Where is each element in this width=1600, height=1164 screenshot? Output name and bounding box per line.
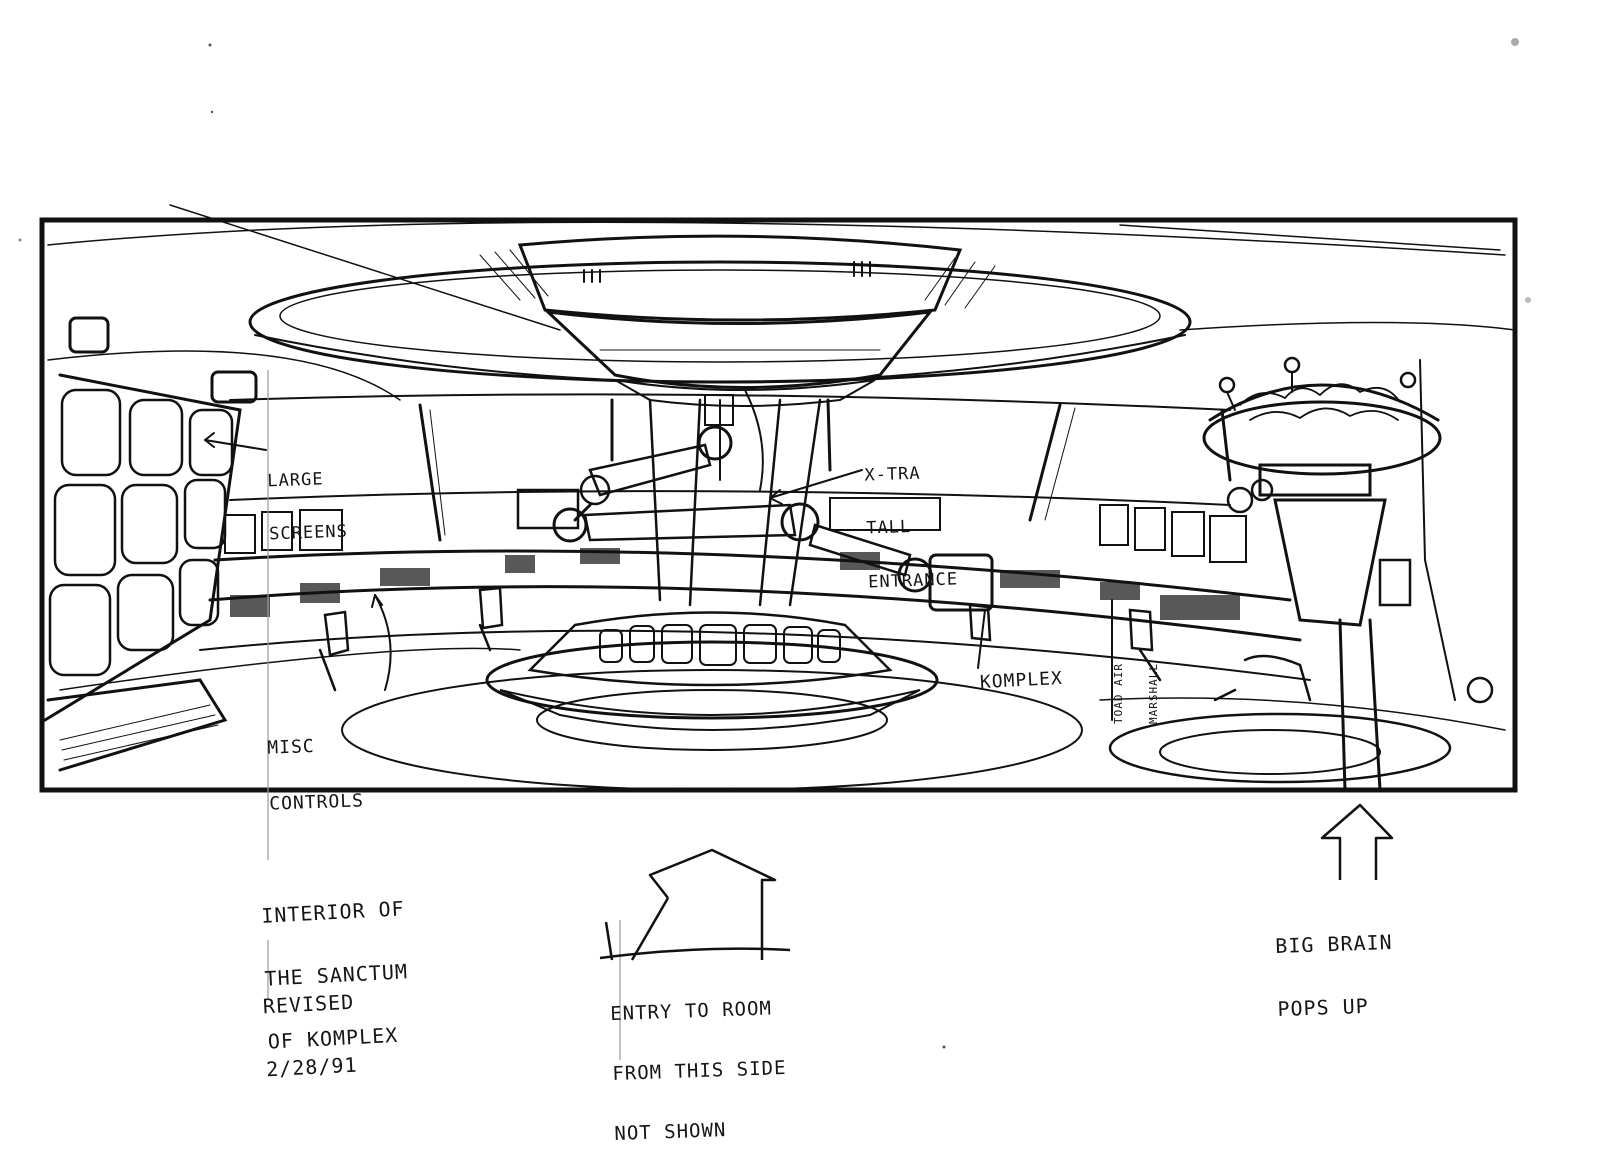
toad-air-marshall-note: TOAD AIR MARSHALL bbox=[1090, 663, 1171, 724]
note-line: MARSHALL bbox=[1146, 663, 1160, 724]
note-line: INTERIOR OF bbox=[260, 896, 406, 928]
large-screens-note: LARGE SCREENS bbox=[266, 435, 349, 563]
note-line: CONTROLS bbox=[268, 790, 365, 816]
note-line: FROM THIS SIDE bbox=[611, 1056, 787, 1085]
note-line: SCREENS bbox=[268, 521, 349, 545]
note-line: X-TRA bbox=[864, 463, 921, 486]
note-line: MISC bbox=[266, 735, 316, 759]
note-line: TALL bbox=[865, 517, 912, 539]
note-line: TOAD AIR bbox=[1112, 663, 1126, 724]
note-line: NOT SHOWN bbox=[614, 1118, 727, 1145]
note-line: ENTRY TO ROOM bbox=[609, 997, 773, 1025]
note-line: LARGE bbox=[267, 469, 324, 492]
paper-specks bbox=[18, 38, 1531, 1049]
note-line: BIG BRAIN bbox=[1274, 929, 1394, 959]
misc-controls-note: MISC CONTROLS bbox=[266, 698, 365, 833]
entry-arrow bbox=[599, 848, 791, 961]
room-interior bbox=[43, 204, 1516, 792]
guide-lines bbox=[267, 370, 621, 1060]
note-line: POPS UP bbox=[1277, 993, 1370, 1022]
big-brain-note: BIG BRAIN POPS UP bbox=[1273, 890, 1395, 1041]
note-line: ENTRANCE bbox=[867, 569, 959, 593]
entry-note: ENTRY TO ROOM FROM THIS SIDE NOT SHOWN bbox=[609, 959, 790, 1164]
revised-date-note: REVISED 2/28/91 bbox=[260, 950, 359, 1102]
note-line: 2/28/91 bbox=[265, 1052, 359, 1082]
annotation-leaders bbox=[204, 432, 1113, 721]
brain-up-arrow bbox=[1320, 803, 1394, 880]
xtra-tall-entrance-note: X-TRA TALL ENTRANCE bbox=[863, 428, 959, 609]
note-line: REVISED bbox=[262, 989, 355, 1019]
